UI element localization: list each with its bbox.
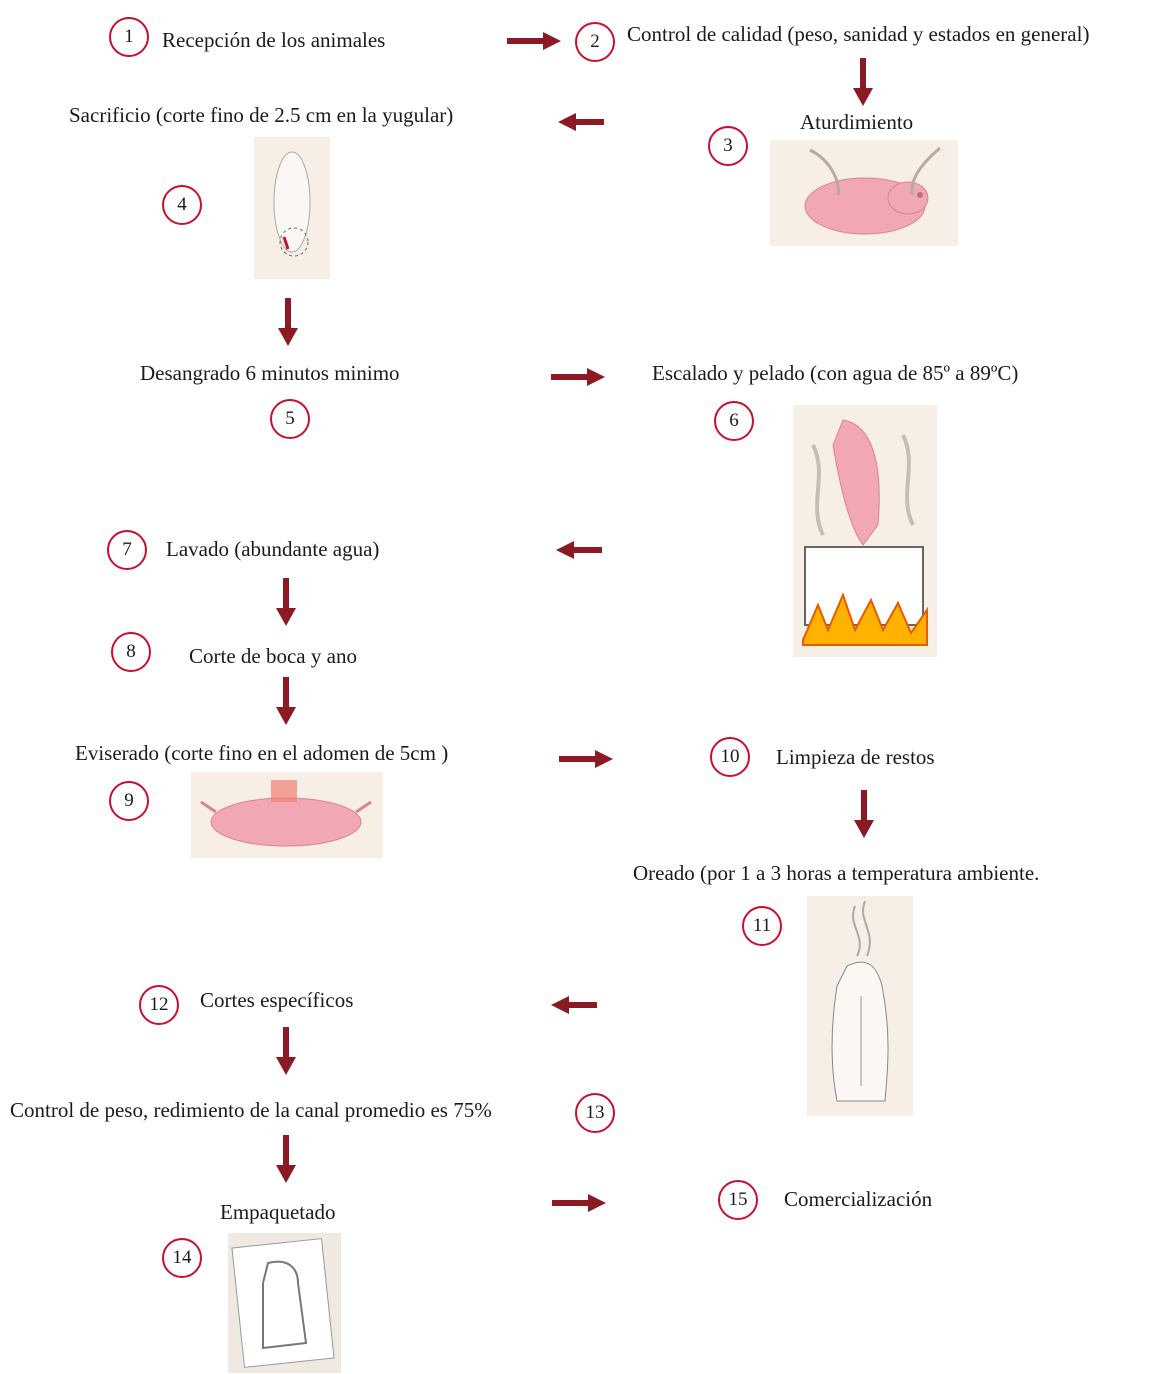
step-2-label: Control de calidad (peso, sanidad y esta… [627, 24, 1089, 45]
step-10-number: 10 [710, 737, 750, 777]
arrow-down-8-9 [275, 677, 297, 725]
step-10-label: Limpieza de restos [776, 747, 935, 768]
step-3-number: 3 [708, 126, 748, 166]
arrow-left-6-7 [556, 540, 602, 560]
arrow-down-4-5 [277, 298, 299, 346]
arrow-down-2-3 [852, 58, 874, 106]
step-12-number: 12 [139, 985, 179, 1025]
step-6-label: Escalado y pelado (con agua de 85º a 89º… [652, 363, 1018, 384]
step-3-label: Aturdimiento [800, 112, 913, 133]
arrow-left-11-12 [551, 995, 597, 1015]
arrow-right-5-6 [551, 367, 605, 387]
airing-illustration [807, 896, 913, 1116]
arrow-left-3-4 [558, 112, 604, 132]
step-11-label: Oreado (por 1 a 3 horas a temperatura am… [633, 863, 1039, 884]
step-7-label: Lavado (abundante agua) [166, 539, 379, 560]
step-9-label: Eviserado (corte fino en el adomen de 5c… [75, 743, 448, 764]
step-14-label: Empaquetado [220, 1202, 335, 1223]
step-1-label: Recepción de los animales [162, 30, 385, 51]
step-8-number: 8 [111, 632, 151, 672]
arrow-down-13-14 [275, 1135, 297, 1183]
arrow-down-10-11 [853, 790, 875, 838]
step-14-number: 14 [162, 1238, 202, 1278]
step-15-label: Comercialización [784, 1189, 932, 1210]
arrow-down-12-13 [275, 1027, 297, 1075]
step-1-number: 1 [109, 17, 149, 57]
step-4-number: 4 [162, 185, 202, 225]
stunning-illustration [770, 140, 958, 246]
step-12-label: Cortes específicos [200, 990, 353, 1011]
step-15-number: 15 [718, 1180, 758, 1220]
step-13-label: Control de peso, redimiento de la canal … [10, 1100, 492, 1121]
packaging-illustration [228, 1233, 341, 1373]
arrow-right-1-2 [507, 31, 561, 51]
step-4-label: Sacrificio (corte fino de 2.5 cm en la y… [69, 105, 453, 126]
evisceration-illustration [191, 772, 383, 858]
arrow-right-9-10 [559, 749, 613, 769]
sacrifice-illustration [254, 137, 330, 279]
arrow-right-14-15 [552, 1193, 606, 1213]
step-13-number: 13 [575, 1093, 615, 1133]
step-5-number: 5 [270, 399, 310, 439]
step-7-number: 7 [107, 530, 147, 570]
step-2-number: 2 [575, 22, 615, 62]
step-6-number: 6 [714, 401, 754, 441]
step-5-label: Desangrado 6 minutos minimo [140, 363, 400, 384]
arrow-down-7-8 [275, 578, 297, 626]
step-9-number: 9 [109, 781, 149, 821]
scalding-illustration [793, 405, 937, 657]
step-8-label: Corte de boca y ano [189, 646, 357, 667]
step-11-number: 11 [742, 906, 782, 946]
